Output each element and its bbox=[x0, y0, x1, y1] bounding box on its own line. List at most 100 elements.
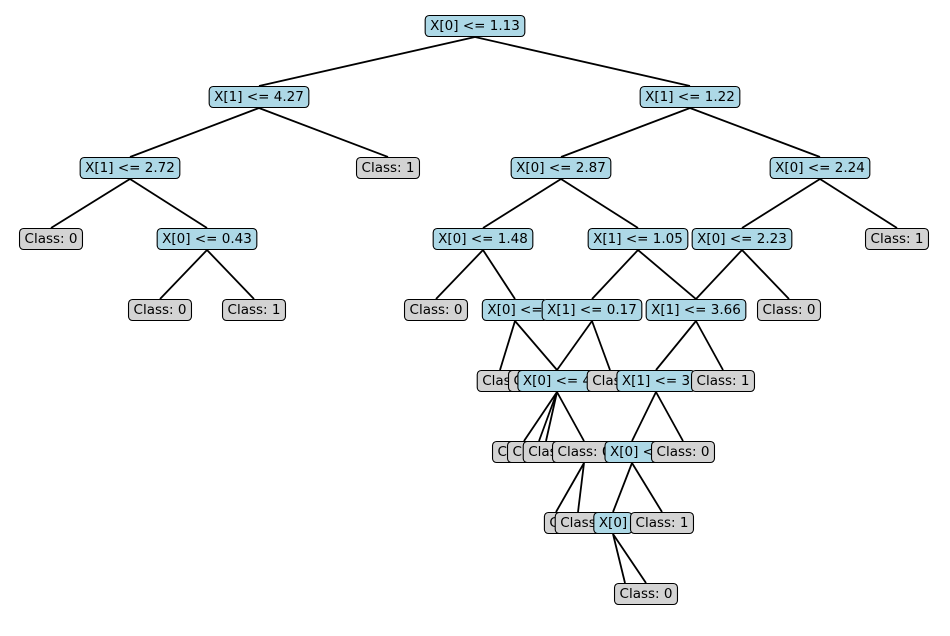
tree-edge bbox=[482, 178, 562, 229]
tree-edge bbox=[591, 320, 611, 371]
tree-edge bbox=[129, 178, 208, 229]
leaf-node-label: Class: 0 bbox=[410, 302, 463, 318]
tree-edge bbox=[129, 107, 260, 158]
leaf-node-box bbox=[756, 298, 822, 322]
split-node: X[0] <= 2.23 bbox=[691, 227, 793, 251]
split-node-label: X[0] <= 4 bbox=[523, 373, 591, 389]
leaf-node-box bbox=[403, 298, 469, 322]
split-node-box bbox=[587, 227, 689, 251]
split-node-label: X[0] bbox=[599, 515, 627, 531]
tree-edge bbox=[631, 462, 663, 513]
leaf-node-label: Class: 0 bbox=[134, 302, 187, 318]
tree-edge bbox=[655, 391, 684, 442]
leaf-node: Class: 0 bbox=[18, 227, 84, 251]
split-node: X[0] <= 4 bbox=[517, 369, 597, 393]
tree-edge bbox=[631, 391, 657, 442]
tree-edge bbox=[612, 533, 647, 584]
split-node-label: X[1] <= 1.22 bbox=[645, 89, 735, 105]
split-node: X[0] bbox=[593, 511, 633, 535]
leaf-node-box bbox=[18, 227, 84, 251]
tree-edge bbox=[577, 462, 585, 513]
tree-edge bbox=[819, 178, 898, 229]
leaf-node: Class: 0 bbox=[551, 440, 617, 464]
split-node-label: X[0] <= 2.87 bbox=[516, 160, 606, 176]
leaf-node-label: Class: 0 bbox=[763, 302, 816, 318]
tree-edge bbox=[741, 178, 821, 229]
split-node: X[1] <= 3.66 bbox=[645, 298, 747, 322]
leaf-node-label: Class: 1 bbox=[228, 302, 281, 318]
tree-edge bbox=[560, 178, 639, 229]
split-node-label: X[0] <= 2.24 bbox=[775, 160, 865, 176]
tree-edge bbox=[591, 249, 639, 300]
split-node-label: X[0] <= 1.48 bbox=[438, 231, 528, 247]
tree-edge bbox=[545, 391, 558, 442]
split-node-label: X[0] <= 0.43 bbox=[162, 231, 252, 247]
split-node: X[0] < bbox=[604, 440, 660, 464]
leaf-node: Class: 1 bbox=[629, 511, 695, 535]
tree-edge bbox=[523, 391, 558, 442]
split-node: X[1] <= 4.27 bbox=[208, 85, 310, 109]
tree-nodes: X[0] <= 1.13X[1] <= 4.27 X[1] <= 1.22X[1]… bbox=[18, 14, 930, 606]
leaf-node-label: Class: 0 bbox=[620, 586, 673, 602]
leaf-node-label: Class: 1 bbox=[697, 373, 750, 389]
split-node-label: X[0] <= 2.23 bbox=[697, 231, 787, 247]
split-node-label: X[1] <= 3 bbox=[622, 373, 690, 389]
split-node-label: X[1] <= 0.17 bbox=[547, 302, 637, 318]
split-node: X[1] <= 2.72 bbox=[79, 156, 181, 180]
split-node: X[0] <= 2.24 bbox=[769, 156, 871, 180]
tree-edge bbox=[499, 320, 516, 371]
split-node-box bbox=[645, 298, 747, 322]
leaf-node: Class: 1 bbox=[221, 298, 287, 322]
tree-edge bbox=[689, 107, 821, 158]
leaf-node: Class: 1 bbox=[864, 227, 930, 251]
split-node-box bbox=[79, 156, 181, 180]
tree-edge bbox=[258, 36, 476, 87]
leaf-node: Class: 0 bbox=[650, 440, 716, 464]
leaf-node-label: Class: 1 bbox=[871, 231, 924, 247]
split-node-box bbox=[639, 85, 741, 109]
tree-edge bbox=[435, 249, 484, 300]
leaf-node: Class: 0 bbox=[613, 582, 679, 606]
leaf-node-label: Class: 1 bbox=[636, 515, 689, 531]
split-node-box bbox=[510, 156, 612, 180]
split-node-box bbox=[424, 14, 526, 38]
split-node-box bbox=[691, 227, 793, 251]
split-node: X[1] <= 1.05 bbox=[587, 227, 689, 251]
tree-edge bbox=[560, 107, 691, 158]
split-node-label: X[1] <= 1.05 bbox=[593, 231, 683, 247]
leaf-node-box bbox=[629, 511, 695, 535]
tree-edge bbox=[695, 320, 724, 371]
tree-edge bbox=[612, 533, 626, 584]
leaf-node-box bbox=[355, 156, 421, 180]
leaf-node-label: Class: 1 bbox=[362, 160, 415, 176]
tree-edge bbox=[159, 249, 208, 300]
tree-edge bbox=[474, 36, 691, 87]
leaf-node: Class: 1 bbox=[690, 369, 756, 393]
split-node: X[1] <= 1.22 bbox=[639, 85, 741, 109]
split-node-box bbox=[156, 227, 258, 251]
split-node: X[0] <= 0.43 bbox=[156, 227, 258, 251]
tree-edge bbox=[612, 462, 633, 513]
split-node-label: X[1] <= 4.27 bbox=[214, 89, 304, 105]
tree-edge bbox=[655, 320, 697, 371]
leaf-node-box bbox=[864, 227, 930, 251]
split-node: X[1] <= 0.17 bbox=[541, 298, 643, 322]
tree-edge bbox=[556, 320, 593, 371]
split-node: X[1] <= 3 bbox=[616, 369, 696, 393]
leaf-node-box bbox=[650, 440, 716, 464]
leaf-node-box bbox=[613, 582, 679, 606]
tree-edge bbox=[555, 462, 585, 513]
leaf-node: Class: 0 bbox=[127, 298, 193, 322]
split-node-label: X[0] <= 1.13 bbox=[430, 18, 520, 34]
split-node: X[0] <= 1.13 bbox=[424, 14, 526, 38]
tree-edge bbox=[741, 249, 790, 300]
split-node-label: X[0] < bbox=[610, 444, 654, 460]
tree-edge bbox=[50, 178, 131, 229]
leaf-node-box bbox=[127, 298, 193, 322]
tree-edge bbox=[482, 249, 516, 300]
leaf-node: Class: 0 bbox=[403, 298, 469, 322]
tree-edge bbox=[556, 391, 585, 442]
split-node-label: X[1] <= 3.66 bbox=[651, 302, 741, 318]
split-node: X[0] <= 2.87 bbox=[510, 156, 612, 180]
